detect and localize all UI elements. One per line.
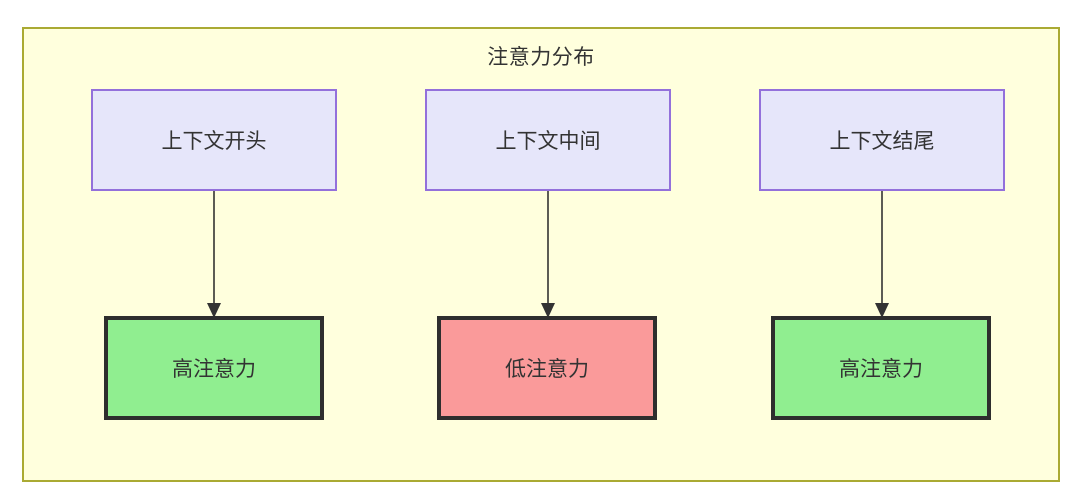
node-context-middle[interactable]: 上下文中间 (425, 89, 671, 191)
node-context-end[interactable]: 上下文结尾 (759, 89, 1005, 191)
node-label: 高注意力 (172, 358, 256, 381)
node-low-attention-middle[interactable]: 低注意力 (437, 316, 657, 420)
node-label: 高注意力 (839, 358, 923, 381)
node-label: 上下文中间 (495, 130, 601, 153)
node-context-start[interactable]: 上下文开头 (91, 89, 337, 191)
subgraph-title: 注意力分布 (487, 46, 595, 69)
node-high-attention-end[interactable]: 高注意力 (771, 316, 991, 420)
node-label: 低注意力 (505, 358, 589, 381)
node-label: 上下文开头 (161, 130, 267, 153)
node-high-attention-start[interactable]: 高注意力 (104, 316, 324, 420)
node-label: 上下文结尾 (829, 130, 935, 153)
